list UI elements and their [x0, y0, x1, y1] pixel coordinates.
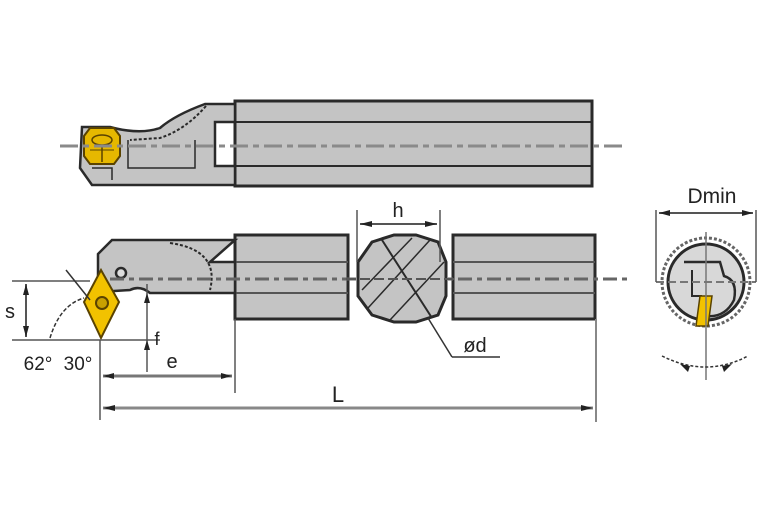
label-s: s	[5, 301, 15, 323]
cross-section	[346, 210, 500, 358]
end-view	[655, 210, 757, 380]
insert-rhombus-icon	[82, 267, 121, 341]
label-L: L	[332, 382, 344, 407]
label-od: ød	[463, 335, 486, 357]
label-f: f	[154, 329, 160, 349]
label-dmin: Dmin	[687, 185, 736, 208]
top-view	[60, 99, 622, 188]
dimensions	[12, 269, 597, 422]
side-view	[82, 233, 630, 341]
label-angle-30: 30°	[64, 354, 93, 375]
label-h: h	[392, 200, 403, 222]
label-angle-62: 62°	[24, 354, 53, 375]
label-e: e	[166, 351, 177, 373]
